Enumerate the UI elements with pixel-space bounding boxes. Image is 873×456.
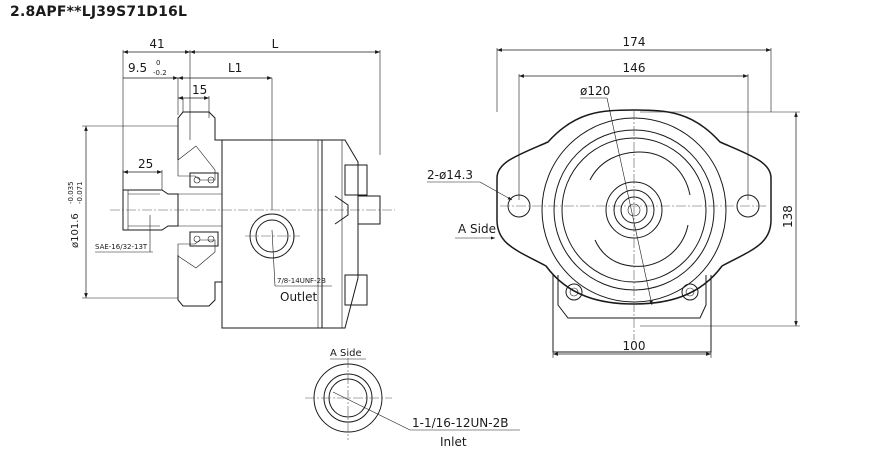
dim-9-5: 9.5 — [128, 61, 147, 75]
dia-101-6: ø101.6 — [70, 213, 81, 248]
dim-174: 174 — [623, 35, 646, 49]
outlet-thread-label: 7/8-14UNF-2B — [277, 277, 326, 285]
dia-120: ø120 — [580, 84, 610, 98]
drawing-title: 2.8APF**LJ39S71D16L — [10, 4, 188, 20]
tolerance-lower: -0.2 — [153, 69, 167, 77]
dia-tol-lower: -0.071 — [76, 181, 84, 204]
outlet-label: Outlet — [280, 290, 317, 304]
a-side-arrow-label: A Side — [458, 222, 496, 236]
inlet-thread-label: 1-1/16-12UN-2B — [412, 416, 508, 430]
dim-100: 100 — [623, 339, 646, 353]
side-view: 41 L 9.5 0 -0.2 L1 15 25 ø101.6 -0.035 -… — [67, 37, 395, 329]
holes-label: 2-ø14.3 — [427, 168, 473, 182]
dim-L: L — [272, 37, 279, 51]
front-view: 174 146 ø120 — [427, 35, 800, 358]
detail-view: A Side 1-1/16-12UN-2B Inlet — [305, 348, 520, 449]
dim-146: 146 — [623, 61, 646, 75]
dim-41: 41 — [149, 37, 164, 51]
dim-L1: L1 — [228, 61, 242, 75]
dim-138: 138 — [781, 205, 795, 228]
spline-label: SAE-16/32-13T — [95, 243, 148, 251]
dim-25: 25 — [138, 157, 153, 171]
inlet-label: Inlet — [440, 435, 467, 449]
detail-title: A Side — [330, 348, 362, 359]
tolerance-upper: 0 — [156, 59, 160, 67]
dia-tol-upper: -0.035 — [67, 181, 75, 204]
dim-15: 15 — [192, 83, 207, 97]
